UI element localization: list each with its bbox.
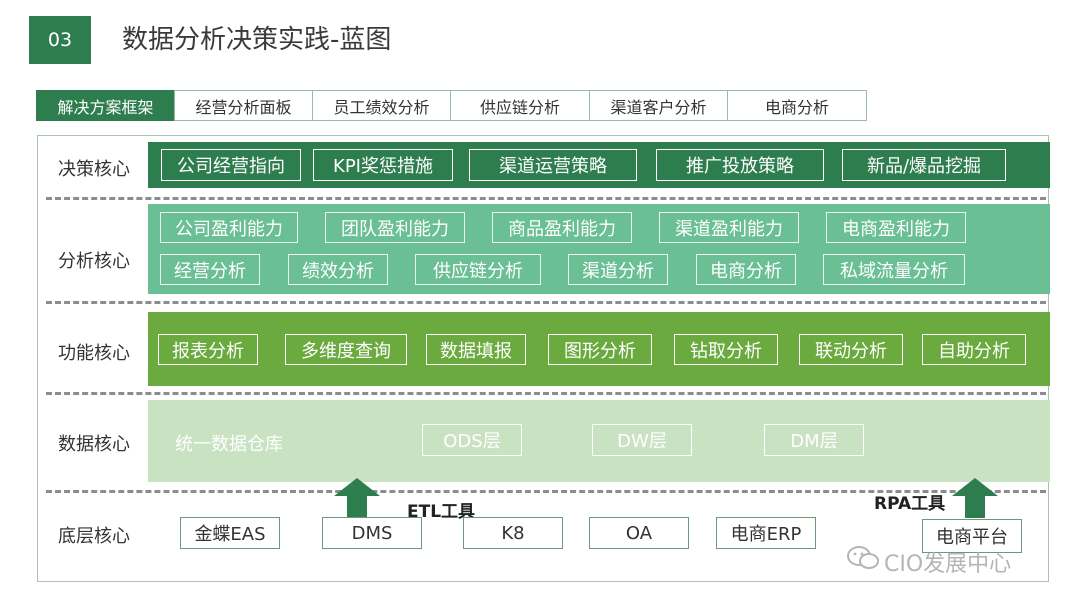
analysis-item: 经营分析 bbox=[160, 254, 260, 285]
decision-item: 渠道运营策略 bbox=[469, 149, 637, 181]
analysis-item: 私域流量分析 bbox=[823, 254, 965, 285]
row-label-function: 功能核心 bbox=[58, 343, 130, 364]
wechat-icon bbox=[847, 546, 879, 569]
tab-business-panel[interactable]: 经营分析面板 bbox=[174, 90, 313, 121]
tab-channel-customer[interactable]: 渠道客户分析 bbox=[589, 90, 728, 121]
analysis-item: 供应链分析 bbox=[415, 254, 541, 285]
source-system: 电商ERP bbox=[716, 517, 816, 549]
analysis-item: 绩效分析 bbox=[288, 254, 388, 285]
data-layer-dm: DM层 bbox=[764, 424, 864, 456]
divider bbox=[46, 392, 1046, 395]
data-warehouse-label: 统一数据仓库 bbox=[175, 434, 283, 455]
tab-supply-chain[interactable]: 供应链分析 bbox=[450, 90, 590, 121]
function-item: 多维度查询 bbox=[285, 334, 407, 365]
row-label-data: 数据核心 bbox=[58, 434, 130, 455]
data-layer-dw: DW层 bbox=[592, 424, 692, 456]
page-title: 数据分析决策实践-蓝图 bbox=[122, 25, 392, 55]
section-number-badge: 03 bbox=[29, 16, 91, 64]
source-system: DMS bbox=[322, 517, 422, 549]
row-label-analysis: 分析核心 bbox=[58, 251, 130, 272]
function-item: 图形分析 bbox=[548, 334, 652, 365]
decision-item: 推广投放策略 bbox=[656, 149, 824, 181]
tab-ecommerce[interactable]: 电商分析 bbox=[727, 90, 867, 121]
rpa-tool-label: RPA工具 bbox=[874, 494, 946, 514]
analysis-item: 电商分析 bbox=[696, 254, 796, 285]
function-item: 报表分析 bbox=[158, 334, 258, 365]
row-label-bottom: 底层核心 bbox=[58, 526, 130, 547]
row-label-decision: 决策核心 bbox=[58, 159, 130, 180]
data-band bbox=[148, 400, 1050, 482]
source-system: 电商平台 bbox=[922, 519, 1022, 553]
function-band bbox=[148, 312, 1050, 386]
decision-item: 新品/爆品挖掘 bbox=[842, 149, 1006, 181]
analysis-item: 商品盈利能力 bbox=[492, 212, 632, 243]
analysis-item: 渠道盈利能力 bbox=[659, 212, 799, 243]
tab-bar: 解决方案框架 经营分析面板 员工绩效分析 供应链分析 渠道客户分析 电商分析 bbox=[36, 90, 867, 121]
decision-item: 公司经营指向 bbox=[161, 149, 301, 181]
divider bbox=[46, 301, 1046, 304]
data-layer-ods: ODS层 bbox=[422, 424, 522, 456]
function-item: 钻取分析 bbox=[674, 334, 778, 365]
divider bbox=[46, 490, 1046, 493]
analysis-item: 渠道分析 bbox=[568, 254, 668, 285]
function-item: 联动分析 bbox=[799, 334, 903, 365]
divider bbox=[46, 197, 1046, 200]
source-system: K8 bbox=[463, 517, 563, 549]
tab-employee-performance[interactable]: 员工绩效分析 bbox=[312, 90, 451, 121]
decision-item: KPI奖惩措施 bbox=[313, 149, 453, 181]
function-item: 数据填报 bbox=[426, 334, 526, 365]
analysis-item: 公司盈利能力 bbox=[160, 212, 298, 243]
up-arrow-icon bbox=[952, 478, 998, 518]
etl-tool-label: ETL工具 bbox=[407, 502, 476, 522]
source-system: OA bbox=[589, 517, 689, 549]
function-item: 自助分析 bbox=[922, 334, 1026, 365]
analysis-band bbox=[148, 204, 1050, 294]
analysis-item: 团队盈利能力 bbox=[325, 212, 465, 243]
tab-solution-framework[interactable]: 解决方案框架 bbox=[36, 90, 175, 121]
source-system: 金蝶EAS bbox=[180, 517, 280, 549]
up-arrow-icon bbox=[334, 478, 380, 518]
analysis-item: 电商盈利能力 bbox=[826, 212, 966, 243]
watermark-text: CIO发展中心 bbox=[884, 552, 1012, 577]
